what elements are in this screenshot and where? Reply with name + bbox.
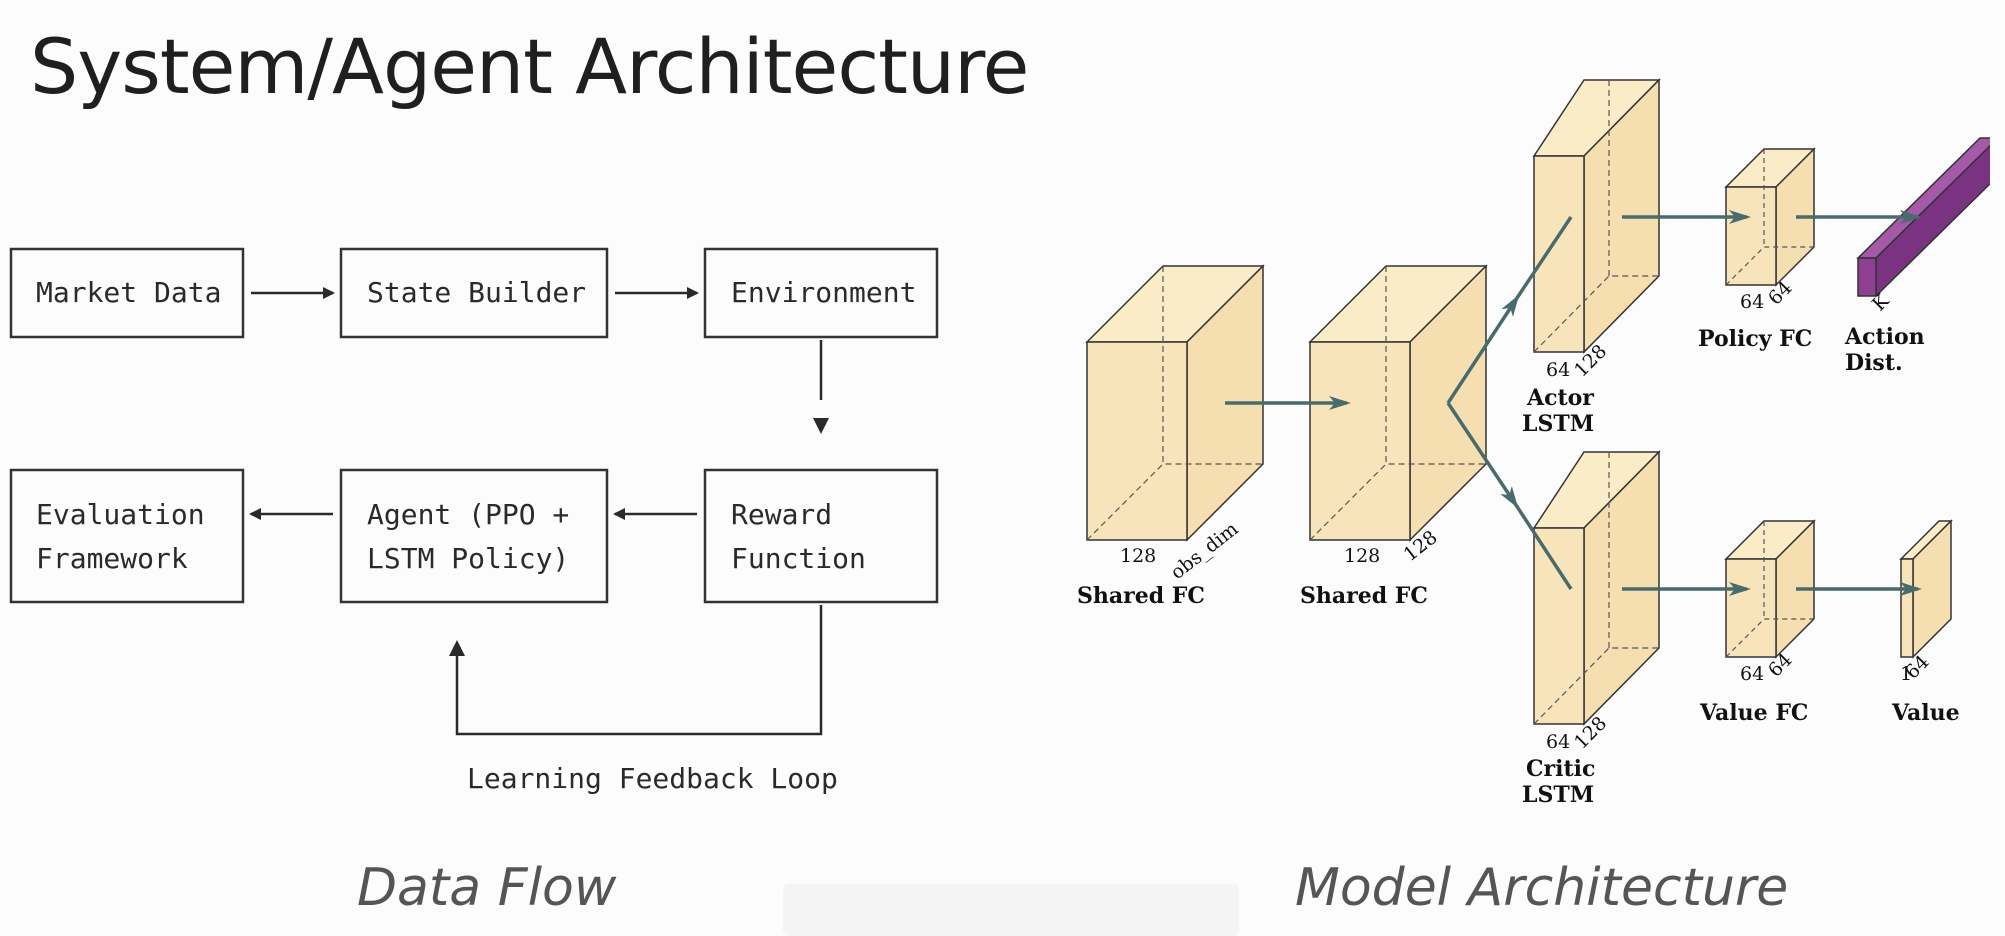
critic-lstm-label-line1: Critic	[1526, 756, 1595, 782]
critic-lstm-dim-a: 64	[1546, 731, 1570, 753]
policy-fc-dim-a: 64	[1740, 291, 1764, 313]
actor-lstm-block	[1532, 78, 1661, 354]
state-builder-label: State Builder	[367, 276, 586, 309]
market-data-label: Market Data	[36, 276, 221, 309]
policy-fc-label: Policy FC	[1698, 326, 1812, 352]
value-fc-block	[1724, 519, 1816, 659]
feedback-loop-label: Learning Feedback Loop	[467, 762, 838, 795]
shared-fc-2-dim-a: 128	[1344, 545, 1380, 567]
critic-lstm-label-line2: LSTM	[1522, 782, 1594, 808]
environment-box: Environment	[703, 247, 939, 339]
value-label: Value	[1891, 700, 1960, 726]
feedback-loop-arrowhead	[449, 640, 465, 656]
shared-fc-2-label: Shared FC	[1300, 583, 1428, 609]
shared-fc-1-dim-a: 128	[1120, 545, 1156, 567]
action-dist-label-line1: Action	[1844, 324, 1925, 350]
data-flow-diagram: Market Data State Builder Environment Re…	[9, 247, 939, 795]
value-fc-dim-a: 64	[1740, 663, 1764, 685]
environment-label: Environment	[731, 276, 916, 309]
action-dist-block	[1856, 137, 1990, 298]
model-architecture-caption: Model Architecture	[1295, 858, 1789, 918]
value-fc-label: Value FC	[1699, 700, 1808, 726]
actor-lstm-label-line1: Actor	[1526, 385, 1594, 411]
value-block	[1899, 519, 1953, 659]
critic-lstm-block	[1532, 450, 1661, 726]
agent-box: Agent (PPO + LSTM Policy)	[339, 468, 609, 604]
slide-title: System/Agent Architecture	[30, 22, 1029, 111]
state-builder-box: State Builder	[339, 247, 609, 339]
actor-lstm-dim-a: 64	[1546, 359, 1570, 381]
actor-lstm-label-line2: LSTM	[1522, 411, 1594, 437]
arrow-shared2-to-actor	[1446, 294, 1520, 404]
data-flow-caption: Data Flow	[357, 858, 617, 918]
reward-function-label-line1: Reward	[731, 498, 832, 531]
shared-fc-1-label: Shared FC	[1077, 583, 1205, 609]
evaluation-label-line2: Framework	[36, 542, 188, 575]
evaluation-box: Evaluation Framework	[9, 468, 245, 604]
video-controls-overlay	[783, 884, 1239, 936]
policy-fc-block	[1724, 147, 1816, 287]
feedback-loop-line	[455, 605, 823, 736]
market-data-box: Market Data	[9, 247, 245, 339]
reward-function-label-line2: Function	[731, 542, 866, 575]
agent-label-line2: LSTM Policy)	[367, 542, 569, 575]
model-architecture-diagram: 128 obs_dim Shared FC 128 128 Shared FC …	[1077, 78, 1990, 808]
arrow-shared2-to-critic	[1446, 402, 1519, 509]
action-dist-label-line2: Dist.	[1845, 350, 1903, 376]
arrow-environment-to-reward-head	[813, 418, 829, 434]
shared-fc-1-block	[1085, 264, 1265, 542]
agent-label-line1: Agent (PPO +	[367, 498, 569, 531]
evaluation-label-line1: Evaluation	[36, 498, 205, 531]
value-dim-a: 1	[1900, 663, 1912, 685]
reward-function-box: Reward Function	[703, 468, 939, 604]
